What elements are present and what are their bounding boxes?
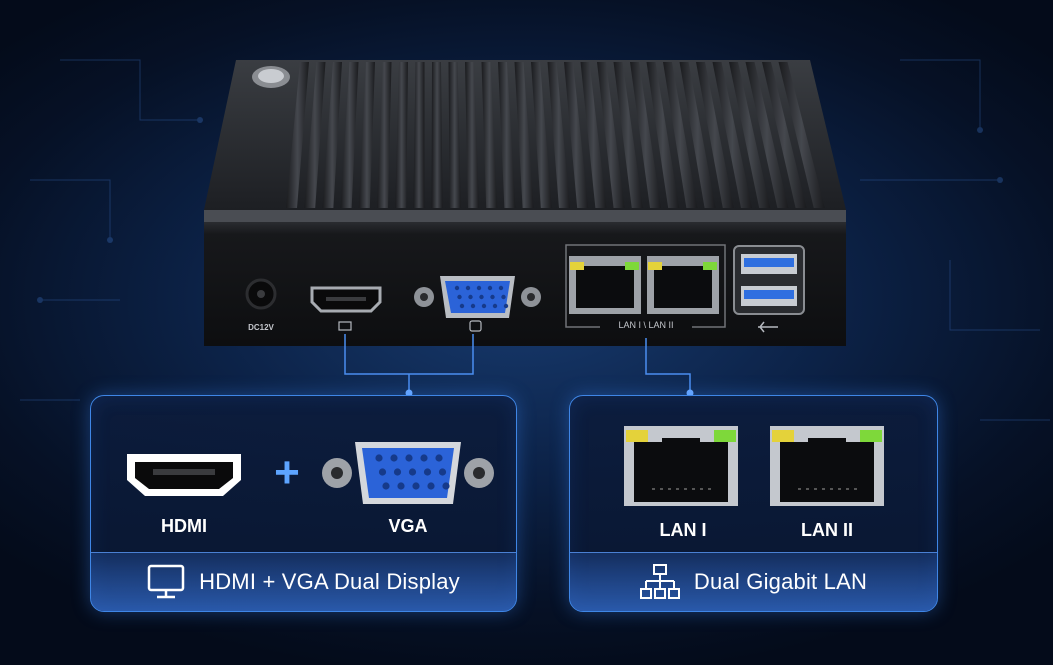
dc12v-label: DC12V [248, 323, 274, 332]
display-panel-footer: HDMI + VGA Dual Display [91, 552, 516, 611]
lan2-port-icon [770, 426, 884, 506]
lan1-port-icon [624, 426, 738, 506]
monitor-icon [147, 564, 185, 599]
lan2-label: LAN II [801, 520, 853, 540]
display-feature-panel: HDMI + VGA HDMI + VGA Dual Display [90, 395, 517, 612]
display-footer-title: HDMI + VGA Dual Display [199, 569, 460, 594]
lan-footer-title: Dual Gigabit LAN [693, 569, 868, 594]
lan-feature-panel: LAN I LAN II Dual Gigabit LAN [569, 395, 938, 612]
lan-panel-footer: Dual Gigabit LAN [570, 552, 937, 611]
plus-sign: + [274, 448, 300, 497]
network-topology-icon [639, 564, 680, 599]
vga-label: VGA [388, 516, 428, 536]
lan1-label: LAN I [659, 520, 707, 540]
hdmi-port-icon [127, 454, 241, 496]
vga-port-icon [322, 442, 494, 504]
lan-port-strip-label: LAN I \ LAN II [600, 320, 692, 330]
hdmi-label: HDMI [161, 516, 207, 536]
